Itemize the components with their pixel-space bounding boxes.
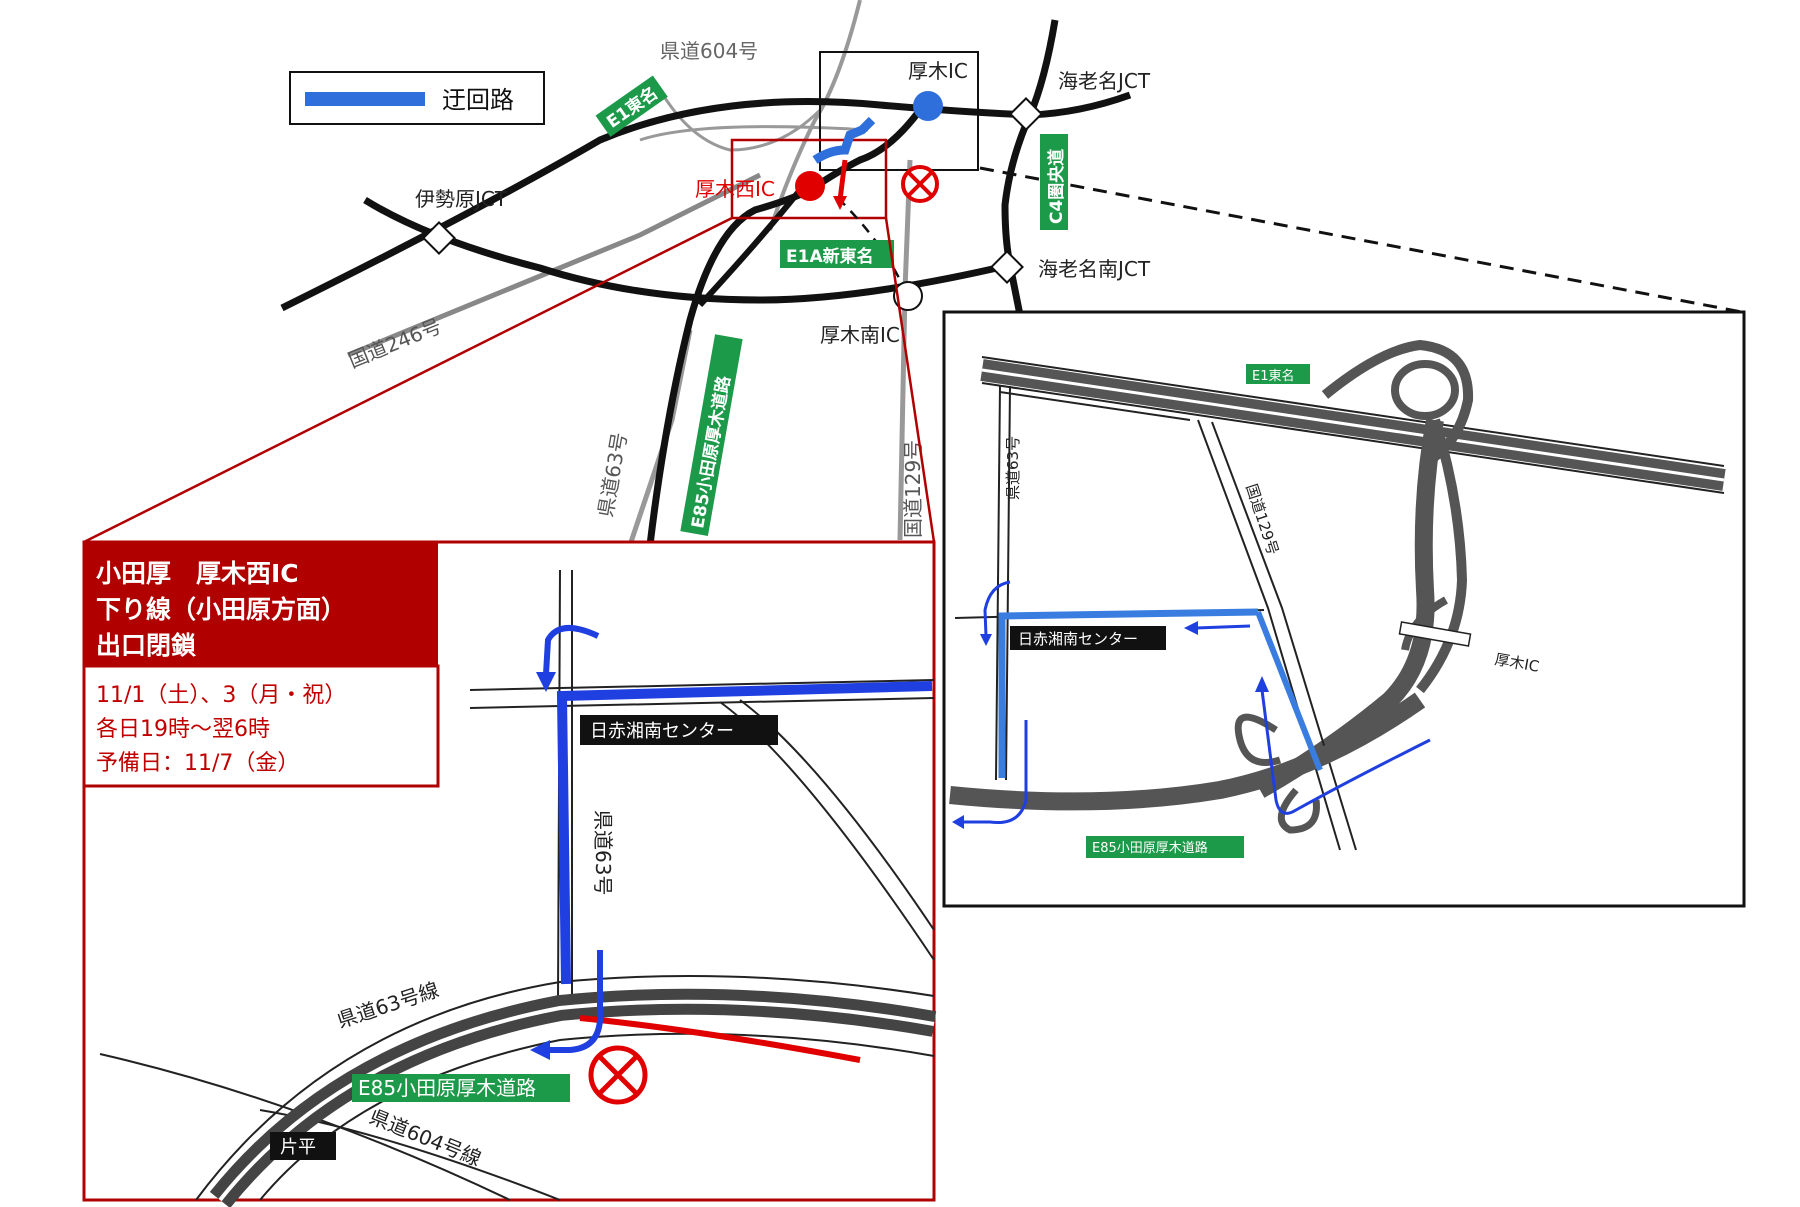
center-label-box bbox=[1010, 626, 1166, 650]
closure-arrow-head bbox=[833, 196, 847, 210]
local-road-line bbox=[768, 0, 862, 231]
e85-badge bbox=[352, 1074, 570, 1102]
info-title-line3: 出口閉鎖 bbox=[96, 631, 197, 660]
ic-loop bbox=[1234, 713, 1282, 766]
detour-route bbox=[1255, 610, 1323, 772]
national-road-246-label: 国道246号 bbox=[345, 314, 445, 373]
road-edge bbox=[195, 974, 935, 1201]
detour-route bbox=[998, 608, 1259, 778]
ebina-south-jct-label: 海老名南JCT bbox=[1038, 257, 1151, 281]
info-title-line1: 小田厚 厚木西IC bbox=[96, 559, 299, 588]
atsugi-south-ic-marker bbox=[893, 281, 923, 311]
ic-ramp bbox=[1401, 596, 1448, 651]
detour-arrow-head bbox=[952, 815, 964, 829]
overview-map: 迂回路 厚木IC 厚木西IC 厚木南IC 伊勢原JCT 海老名JCT 海老名南J… bbox=[83, 0, 1743, 546]
e1-badge-label: E1東名 bbox=[1252, 368, 1295, 384]
road-edge bbox=[981, 382, 1725, 494]
katahira-label: 片平 bbox=[280, 1137, 316, 1158]
e85-badge-label: E85小田原厚木道路 bbox=[1092, 840, 1208, 856]
center-label-box bbox=[580, 715, 778, 745]
atsugi-ic-marker bbox=[913, 91, 943, 121]
road-63-label: 県道63号 bbox=[1004, 436, 1022, 500]
road-edge bbox=[1211, 421, 1357, 851]
svg-text:C4圏央道: C4圏央道 bbox=[1046, 149, 1067, 224]
legend-label: 迂回路 bbox=[442, 86, 514, 114]
road-edge bbox=[1197, 419, 1341, 851]
ebina-jct-label: 海老名JCT bbox=[1058, 69, 1151, 93]
road-edge bbox=[469, 697, 935, 709]
info-title-box bbox=[84, 542, 438, 666]
zoom-connector bbox=[837, 197, 902, 281]
detour-u-turn bbox=[548, 950, 603, 1053]
national-road-246-line bbox=[347, 172, 762, 358]
closed-exit-ramp bbox=[579, 1015, 861, 1063]
closure-arrow bbox=[837, 159, 848, 201]
center-label: 日赤湘南センター bbox=[590, 721, 734, 742]
info-body-box bbox=[82, 664, 440, 788]
road-edge bbox=[999, 391, 1191, 421]
detour-route bbox=[556, 681, 933, 985]
e85-ramp-line bbox=[697, 188, 803, 308]
ic-loop bbox=[1321, 339, 1474, 465]
detour-arrow-head bbox=[1255, 676, 1269, 692]
pref-road-63-label: 県道63号 bbox=[593, 431, 631, 519]
road-edge bbox=[981, 356, 1725, 467]
detour-arrow-head bbox=[980, 634, 992, 646]
center-label: 日赤湘南センター bbox=[1018, 630, 1138, 648]
route-badge-c4: C4圏央道 bbox=[1040, 134, 1068, 230]
e85-odawara-atsugi-line bbox=[646, 107, 923, 546]
route-badge-e85: E85小田原厚木道路 bbox=[680, 334, 743, 537]
info-time-line: 各日19時～翌6時 bbox=[96, 717, 270, 742]
detail-left-panel: 日赤湘南センター 県道63号 県道63号線 県道604号線 E85小田原厚木道路… bbox=[82, 540, 937, 1207]
info-reserve-line: 予備日：11/7（金） bbox=[96, 751, 299, 776]
isehara-jct-label: 伊勢原JCT bbox=[415, 187, 508, 211]
legend-swatch bbox=[305, 92, 425, 106]
atsugi-west-ic-frame bbox=[730, 138, 888, 220]
pref-road-604-label: 県道604号 bbox=[660, 39, 758, 63]
detour-arrow-head bbox=[530, 1040, 550, 1060]
atsugi-west-ic-label: 厚木西IC bbox=[695, 177, 775, 201]
detour-arrow bbox=[1195, 624, 1251, 630]
svg-text:E1A新東名: E1A新東名 bbox=[786, 246, 874, 267]
isehara-jct-marker bbox=[422, 221, 456, 255]
e85-lane-divider bbox=[218, 999, 935, 1202]
atsugi-ic-frame bbox=[819, 51, 979, 171]
zoom-connector bbox=[979, 166, 1743, 314]
detail-right-panel: E1東名 県道63号 国道129号 日赤湘南センター 厚木IC E85小田原厚木… bbox=[942, 310, 1746, 908]
atsugi-south-ic-label: 厚木南IC bbox=[820, 323, 900, 347]
info-date-line: 11/1（土）、3（月・祝） bbox=[96, 683, 346, 708]
detour-u-turn bbox=[983, 580, 1011, 637]
zoom-line bbox=[884, 217, 936, 543]
road-edge bbox=[995, 384, 1001, 781]
closure-mark-icon bbox=[597, 1054, 639, 1096]
detour-u-turn bbox=[962, 720, 1028, 825]
e1-lane-divider bbox=[981, 368, 1725, 482]
detour-arrow-head bbox=[1184, 621, 1198, 635]
detour-arrow bbox=[1260, 689, 1431, 815]
e85-badge bbox=[1086, 836, 1244, 858]
road-edge bbox=[259, 1032, 935, 1201]
detour-route-mark bbox=[812, 116, 876, 164]
local-road-line bbox=[639, 125, 869, 142]
detour-arrow-head bbox=[536, 672, 556, 692]
info-title-line2: 下り線（小田原方面） bbox=[96, 595, 346, 624]
ic-loop bbox=[1277, 787, 1320, 834]
closure-mark-icon bbox=[906, 170, 934, 198]
zoom-line bbox=[83, 216, 733, 544]
atsugi-ic-label: 厚木IC bbox=[908, 59, 968, 83]
atsugi-west-ic-marker bbox=[795, 171, 825, 201]
road-63-label: 県道63号 bbox=[591, 810, 615, 895]
ebina-south-jct-marker bbox=[990, 250, 1024, 284]
route-badge-e1a: E1A新東名 bbox=[780, 240, 894, 268]
ebina-jct-marker bbox=[1009, 97, 1043, 131]
katahira-label-box bbox=[270, 1132, 336, 1160]
e85-badge-label: E85小田原厚木道路 bbox=[358, 1076, 536, 1100]
ic-loop bbox=[1391, 360, 1459, 420]
e1-badge bbox=[1246, 364, 1310, 384]
toll-gate bbox=[1398, 621, 1472, 647]
ic-ramp bbox=[1416, 418, 1468, 694]
e85-expressway bbox=[949, 692, 1426, 811]
detour-u-turn bbox=[543, 625, 600, 675]
